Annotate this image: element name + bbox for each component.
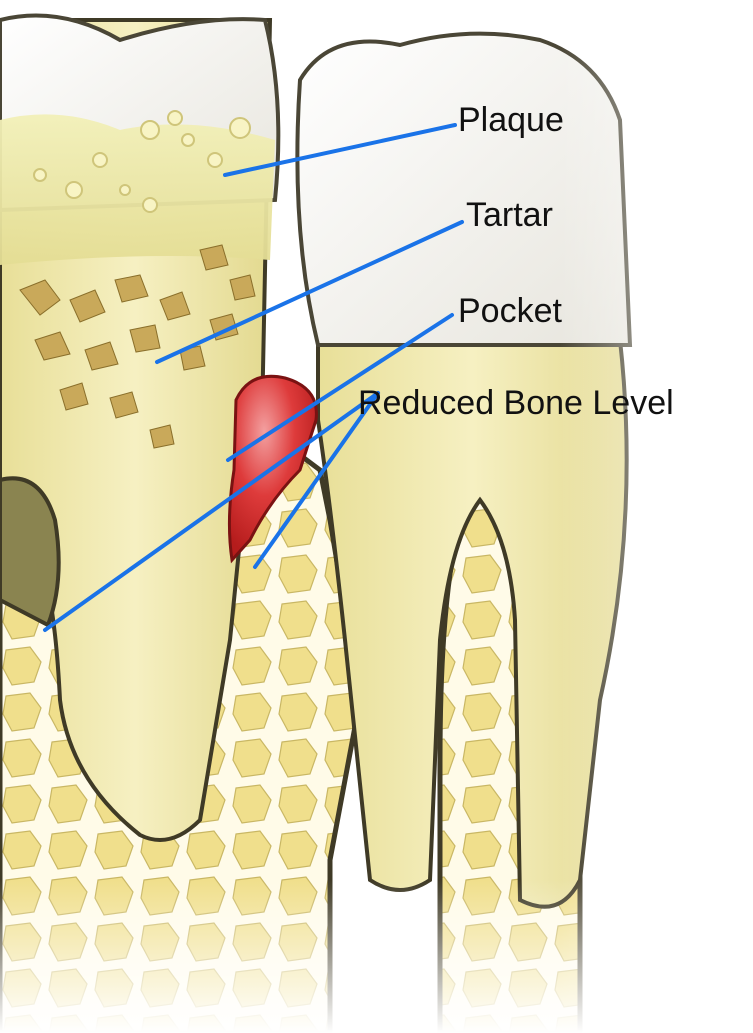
label-pocket: Pocket	[458, 292, 562, 330]
label-reduced-bone-level: Reduced Bone Level	[358, 384, 674, 422]
label-plaque: Plaque	[458, 101, 564, 139]
label-tartar: Tartar	[466, 196, 553, 234]
fade-bottom	[0, 880, 753, 1033]
fade-right	[560, 0, 753, 1033]
